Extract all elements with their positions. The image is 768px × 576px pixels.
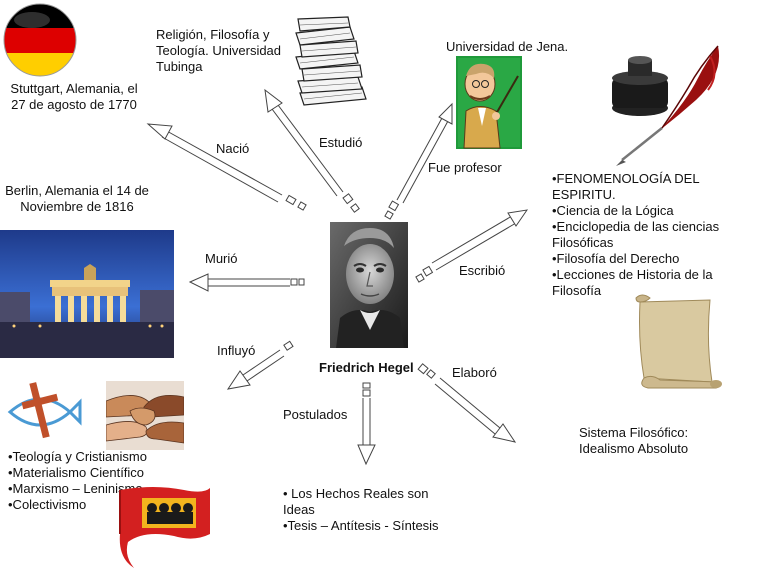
influences-list: •Teología y Cristianismo •Materialismo C… (8, 449, 178, 513)
cross-fish-icon (4, 380, 82, 444)
works-item-1: •FENOMENOLOGÍA DEL ESPIRITU. (552, 171, 700, 202)
works-item-4: •Filosofía del Derecho (552, 251, 680, 266)
edge-label-studied: Estudió (319, 135, 363, 150)
professor-node: Universidad de Jena. (446, 39, 569, 54)
birth-node: Stuttgart, Alemania, el 27 de agosto de … (10, 81, 138, 112)
postulates-item-2: •Tesis – Antítesis - Síntesis (283, 518, 439, 533)
edge-label-professor: Fue profesor (428, 160, 502, 175)
edge-label-died: Murió (205, 251, 238, 266)
edge-label-postulates: Postulados (283, 407, 348, 422)
postulates-item-1: • Los Hechos Reales son Ideas (283, 486, 429, 517)
arrow-influenced (226, 340, 294, 390)
studies-node: Religión, Filosofía y Teología. Universi… (156, 27, 282, 74)
joined-hands-photo (105, 381, 185, 450)
influences-item-3: •Marxismo – Leninismo (8, 481, 143, 496)
postulates-list: • Los Hechos Reales son Ideas •Tesis – A… (283, 486, 473, 534)
edge-label-born: Nació (216, 141, 250, 156)
works-item-3: •Enciclopedia de las ciencias Filosófica… (552, 219, 720, 250)
germany-flag-icon (2, 2, 78, 78)
works-item-5: •Lecciones de Historia de la Filosofía (552, 267, 713, 298)
arrow-elaborated (417, 363, 517, 443)
influences-item-2: •Materialismo Científico (8, 465, 145, 480)
professor-icon (456, 56, 522, 149)
parchment-scroll-icon (630, 292, 726, 390)
communist-flag-icon (114, 484, 214, 570)
system-node: Sistema Filosófico: Idealismo Absoluto (579, 425, 689, 456)
edge-label-elaborated: Elaboró (452, 365, 497, 380)
edge-label-influenced: Influyó (217, 343, 256, 358)
arrow-died (188, 273, 305, 292)
hegel-portrait (330, 222, 408, 348)
arrow-postulates (357, 382, 376, 466)
works-list: •FENOMENOLOGÍA DEL ESPIRITU. •Ciencia de… (552, 171, 762, 299)
brandenburg-gate-photo (0, 230, 174, 358)
arrow-born (146, 123, 307, 211)
influences-item-1: •Teología y Cristianismo (8, 449, 147, 464)
arrow-wrote (415, 209, 529, 283)
inkwell-quill-icon (600, 44, 728, 166)
arrow-studied (264, 88, 360, 213)
influences-item-4: •Colectivismo (8, 497, 87, 512)
works-item-2: •Ciencia de la Lógica (552, 203, 674, 218)
arrow-professor (384, 102, 453, 220)
books-icon (292, 15, 374, 107)
edge-label-wrote: Escribió (459, 263, 506, 278)
death-node: Berlin, Alemania el 14 de Noviembre de 1… (5, 183, 149, 214)
center-name: Friedrich Hegel (319, 360, 414, 375)
